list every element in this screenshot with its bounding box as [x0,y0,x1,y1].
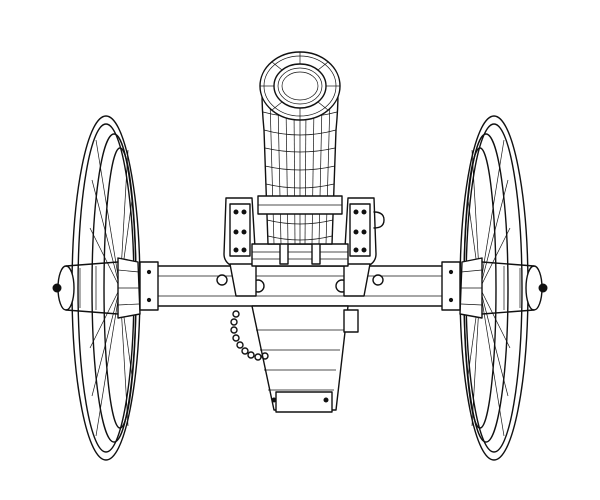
right-handle-ring [373,211,385,229]
cannon-barrel [257,91,343,245]
right-cheek [343,197,385,297]
right-wheel-hub [459,257,548,319]
left-axle-cap-icon [52,283,62,293]
left-cheek [223,197,257,297]
left-wheel [52,115,141,461]
left-axle-strap [139,261,159,311]
right-axle-strap [441,261,461,311]
hanging-chain [230,310,269,361]
left-wheel-hub [52,257,141,319]
elevation-bracket [251,235,349,267]
barrel-muzzle [259,51,341,121]
right-axle-cap-icon [538,283,548,293]
axle-tree [139,261,461,311]
right-wheel [459,115,548,461]
carriage-trail [251,305,359,413]
